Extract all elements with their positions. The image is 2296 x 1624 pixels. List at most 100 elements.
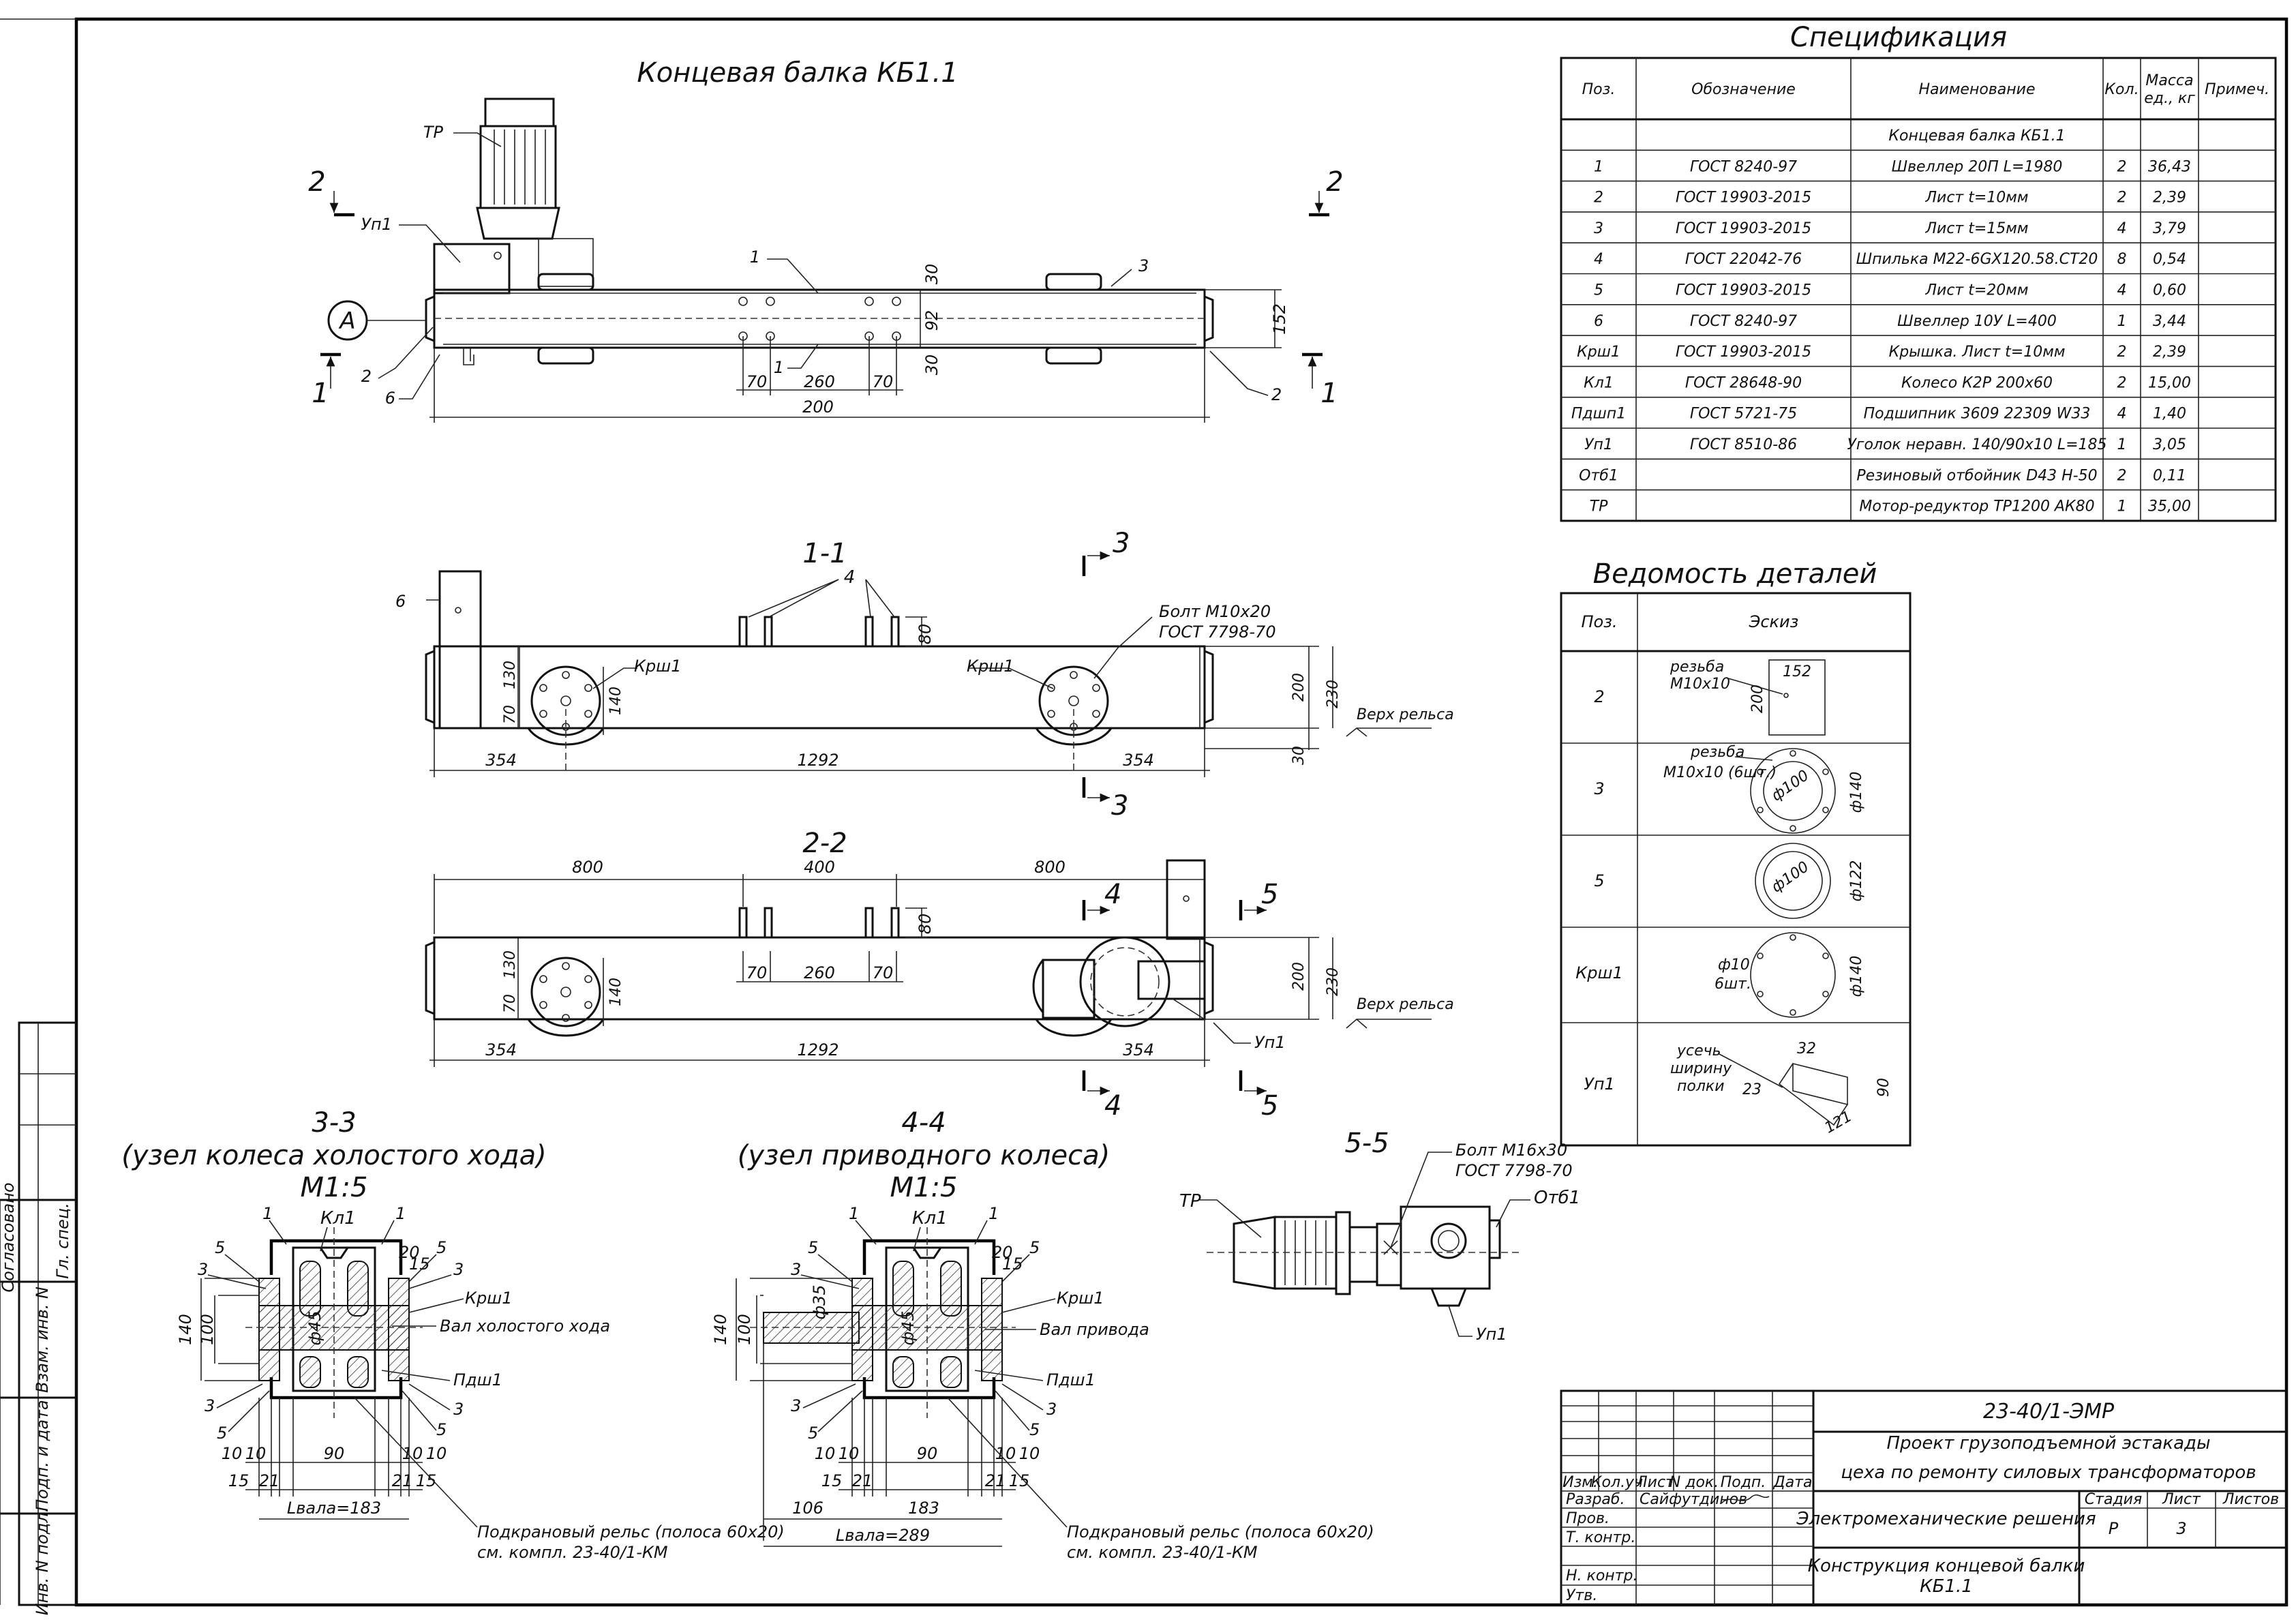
spec-title: Спецификация xyxy=(1790,22,2007,53)
dim-11-30: 30 xyxy=(1290,746,1308,765)
spec-cell: 6 xyxy=(1594,313,1603,330)
stamp-inv: Инв. N подл. xyxy=(33,1507,52,1616)
wheel-cover-22 xyxy=(527,957,605,1037)
label-p2b: 2 xyxy=(1271,385,1282,404)
spec-cell: 1 xyxy=(2117,436,2127,453)
up1-n5: 23 xyxy=(1742,1081,1762,1098)
tb-col-list: Лист xyxy=(1635,1474,1675,1491)
label-44-p3a: 3 xyxy=(791,1260,801,1279)
part3-sketch xyxy=(1750,748,1836,834)
dim-22-70b: 70 xyxy=(873,963,894,982)
tb-role-tcontrol: Т. контр. xyxy=(1566,1529,1635,1546)
dim-44-10b: 10 xyxy=(839,1444,860,1463)
dim-44-21b: 21 xyxy=(985,1471,1006,1490)
spec-cell: Уголок неравн. 140/90х10 L=185 xyxy=(1847,436,2106,453)
dim-22-130: 130 xyxy=(502,950,519,979)
dim-44-lval: Lвала=289 xyxy=(836,1526,930,1545)
drive-motor-22 xyxy=(1032,936,1206,1037)
main-title: Концевая балка КБ1.1 xyxy=(637,57,958,89)
sec3-bot: 3 xyxy=(1111,790,1128,822)
dim-11-80: 80 xyxy=(916,624,935,645)
label-tr: ТР xyxy=(423,123,444,142)
dim-33-10b: 10 xyxy=(245,1444,267,1463)
label-44-pdsh1: Пдш1 xyxy=(1046,1370,1096,1389)
label-11-rail-top: Верх рельса xyxy=(1357,706,1454,723)
spec-cell: 36,43 xyxy=(2148,158,2191,175)
label-33-p1b: 1 xyxy=(395,1204,406,1223)
label-p2a: 2 xyxy=(361,367,372,386)
dim-22-70a: 70 xyxy=(746,963,768,982)
spec-cell: ГОСТ 5721-75 xyxy=(1690,406,1797,423)
dim-33-lval: Lвала=183 xyxy=(287,1499,381,1518)
label-22-up1: Уп1 xyxy=(1254,1033,1286,1052)
krsh1-n4: ф140 xyxy=(1848,956,1865,997)
dim-44-106: 106 xyxy=(792,1499,824,1518)
label-33-pdsh1: Пдш1 xyxy=(453,1370,502,1389)
tb-section: Электромеханические решения xyxy=(1796,1509,2096,1529)
tb-sheets-h: Листов xyxy=(2222,1491,2279,1508)
spec-cell: 3,05 xyxy=(2153,436,2186,453)
spec-header-cell: Поз. xyxy=(1582,81,1616,98)
spec-cell: Крш1 xyxy=(1577,344,1620,361)
spec-cell: ГОСТ 19903-2015 xyxy=(1676,190,1811,207)
parts-pos-krsh1: Крш1 xyxy=(1575,963,1623,982)
title-11: 1-1 xyxy=(802,538,847,569)
spec-cell: Концевая балка КБ1.1 xyxy=(1888,127,2065,145)
dim-44-15a: 15 xyxy=(821,1471,843,1490)
gearbox-55 xyxy=(1400,1205,1491,1290)
spec-cell: Отб1 xyxy=(1579,467,1618,484)
label-33-krsh1: Крш1 xyxy=(465,1289,513,1308)
label-11-p4: 4 xyxy=(844,567,856,588)
spec-cell: 0,60 xyxy=(2153,282,2186,299)
label-55-bolt1: Болт М16х30 xyxy=(1455,1141,1567,1160)
spec-cell: Лист t=20мм xyxy=(1925,282,2029,299)
subtitle-33: (узел колеса холостого хода) xyxy=(121,1140,547,1171)
spec-cell: Мотор-редуктор ТР1200 АК80 xyxy=(1859,498,2094,515)
tb-sheet-h: Лист xyxy=(2162,1491,2201,1508)
krsh1-sketch xyxy=(1750,932,1836,1018)
dim-22-354b: 354 xyxy=(1123,1040,1154,1059)
label-33-p5d: 5 xyxy=(217,1424,227,1443)
label-up1: Уп1 xyxy=(361,215,392,234)
tb-role-ncontrol: Н. контр. xyxy=(1566,1567,1637,1584)
label-11-p6: 6 xyxy=(395,592,406,611)
dim-44-phi45: ф45 xyxy=(898,1310,918,1345)
scale-33: М1:5 xyxy=(301,1172,368,1203)
label-11-bolt1: Болт М10х20 xyxy=(1159,602,1271,621)
spec-header-cell: Кол. xyxy=(2104,81,2139,98)
label-22-rail-top: Верх рельса xyxy=(1357,996,1454,1013)
tb-project2: цеха по ремонту силовых трансформаторов xyxy=(1841,1462,2256,1483)
spec-header-cell: Масса xyxy=(2145,72,2193,89)
part5-sketch xyxy=(1755,843,1831,919)
sec5-bot: 5 xyxy=(1261,1090,1278,1122)
dim-22-260: 260 xyxy=(804,963,835,982)
up1-n3: полки xyxy=(1677,1078,1725,1095)
label-44-krsh1: Крш1 xyxy=(1057,1289,1104,1308)
part2-n4: 200 xyxy=(1749,685,1766,713)
tb-project1: Проект грузоподъемной эстакады xyxy=(1886,1433,2210,1454)
tb-col-kol: Кол.уч xyxy=(1591,1474,1643,1491)
spec-header-cell: Примеч. xyxy=(2205,81,2269,98)
sec2-left: 2 xyxy=(308,166,325,198)
dim-92: 92 xyxy=(922,310,941,331)
label-33-p5c: 5 xyxy=(436,1420,447,1439)
dim-44-phi35: ф35 xyxy=(810,1284,829,1319)
spec-cell: 1,40 xyxy=(2153,406,2186,423)
krsh1-n1: ф10 xyxy=(1718,957,1750,974)
spec-header-cell: ед., кг xyxy=(2144,90,2195,107)
label-55-otb1: Отб1 xyxy=(1534,1188,1580,1208)
spec-cell: Швеллер 20П L=1980 xyxy=(1892,158,2063,175)
spec-cell: Лист t=10мм xyxy=(1925,190,2029,207)
up1-n6: 121 xyxy=(1822,1108,1855,1137)
label-33-rail1: Подкрановый рельс (полоса 60х20) xyxy=(477,1522,785,1542)
parts-title: Ведомость деталей xyxy=(1593,558,1877,590)
spec-cell: 4 xyxy=(2117,406,2127,423)
spec-cell: ТР xyxy=(1590,498,1608,515)
parts-h-sketch: Эскиз xyxy=(1749,612,1799,631)
dim-22-1292: 1292 xyxy=(797,1040,839,1059)
spec-cell: 3,79 xyxy=(2153,220,2186,237)
dim-22-80: 80 xyxy=(916,914,935,935)
dim-152: 152 xyxy=(1270,303,1289,335)
part2-n1: резьба xyxy=(1670,659,1724,676)
spec-cell: ГОСТ 19903-2015 xyxy=(1676,282,1811,299)
